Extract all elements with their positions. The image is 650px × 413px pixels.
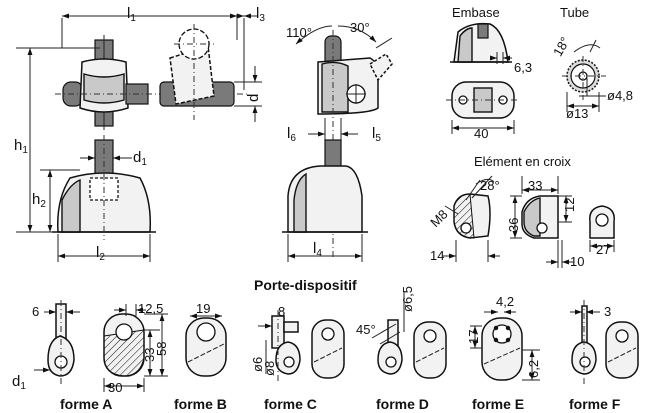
forme-b-dim-19: 19 — [196, 301, 210, 316]
croix-dim-14: 14 — [430, 248, 444, 263]
dim-l6: l6 — [287, 125, 296, 144]
croix-dim-12: 12 — [562, 198, 577, 212]
forme-a-label: forme A — [60, 396, 112, 412]
croix-dim-36: 36 — [506, 218, 521, 232]
forme-a-dim-58: 58 — [154, 342, 169, 356]
croix-dim-27: 27 — [596, 242, 610, 257]
forme-d-dim-d6-5: ø6,5 — [400, 286, 415, 312]
forme-a-drawing: 6 d1 12,5 33 58 30 — [12, 300, 169, 395]
dim-d: d — [245, 94, 262, 102]
tube-dim-d13: ø13 — [566, 106, 588, 121]
angle-30: 30° — [350, 20, 370, 35]
embase-dim-6-3: 6,3 — [514, 60, 532, 75]
forme-f-label: forme F — [569, 396, 621, 412]
forme-d-angle-45: 45° — [356, 322, 376, 337]
forme-e-dim-4-2: 4,2 — [496, 294, 514, 309]
dim-d1-top: d1 — [133, 149, 147, 168]
forme-d-label: forme D — [376, 396, 429, 412]
forme-e-dim-17: 17 — [466, 330, 481, 344]
forme-a-dim-30: 30 — [108, 380, 122, 395]
side-view: 110° 30° l6 l5 l4 — [282, 20, 393, 262]
embase-dim-40: 40 — [474, 126, 488, 141]
embase-detail: Embase 6,3 40 — [446, 5, 532, 141]
croix-angle-28: 28° — [480, 178, 500, 193]
dim-l4: l4 — [313, 240, 322, 259]
forme-c-dim-d6: ø6 — [250, 357, 265, 372]
dim-l3: l3 — [256, 5, 265, 24]
forme-f-drawing: 3 — [570, 300, 639, 384]
forme-e-drawing: 4,2 17 6,2 — [466, 294, 541, 381]
croix-title: Elément en croix — [474, 154, 571, 169]
porte-title: Porte-dispositif — [254, 277, 357, 293]
forme-a-dim-33: 33 — [142, 348, 157, 362]
main-front-view: l1 l3 h1 d — [14, 5, 265, 263]
forme-b-label: forme B — [174, 396, 227, 412]
forme-e-label: forme E — [472, 396, 524, 412]
forme-c-drawing: 8 ø6 ø8 — [250, 304, 345, 384]
dim-h1: h1 — [14, 137, 28, 156]
tube-angle-18: 18° — [550, 34, 573, 59]
forme-a-dim-d1: d1 — [12, 373, 26, 392]
dim-l5: l5 — [372, 125, 381, 144]
dim-l2: l2 — [96, 244, 105, 263]
forme-a-dim-6: 6 — [32, 304, 39, 319]
croix-m8: M8 — [427, 207, 450, 230]
dim-h2: h2 — [32, 191, 46, 210]
forme-c-dim-d8: ø8 — [262, 361, 277, 376]
tube-dim-d4-8: ø4,8 — [607, 88, 633, 103]
forme-d-drawing: ø6,5 45° — [356, 286, 447, 379]
forme-c-label: forme C — [264, 396, 317, 412]
forme-c-dim-8: 8 — [278, 304, 285, 319]
forme-e-dim-6-2: 6,2 — [526, 360, 541, 378]
embase-title: Embase — [452, 5, 500, 20]
croix-detail: Elément en croix 28° M8 14 36 33 12 — [427, 154, 615, 269]
tube-title: Tube — [560, 5, 589, 20]
croix-dim-33: 33 — [528, 178, 542, 193]
forme-b-drawing: 19 — [185, 301, 227, 377]
tube-detail: Tube 18° ø4,8 ø13 — [550, 5, 633, 121]
angle-110: 110° — [286, 25, 312, 40]
croix-dim-10: 10 — [570, 254, 584, 269]
forme-f-dim-3: 3 — [604, 304, 611, 319]
dim-l1: l1 — [127, 5, 136, 24]
forme-a-dim-12-5: 12,5 — [138, 301, 163, 316]
